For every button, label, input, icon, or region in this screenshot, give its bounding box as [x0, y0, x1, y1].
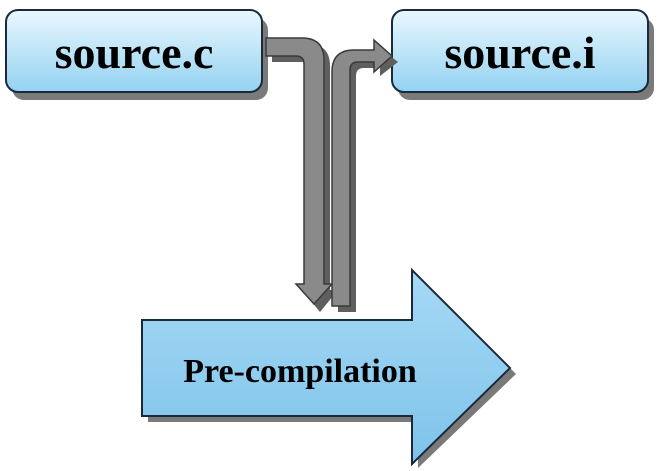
process-arrow: Pre-compilation [141, 267, 516, 468]
input-file-label: source.c [55, 27, 214, 78]
input-file-box: source.c [5, 9, 268, 100]
output-file-box-body [391, 9, 649, 93]
process-label: Pre-compilation [183, 353, 417, 390]
output-file-label: source.i [444, 27, 595, 78]
input-connector-body [265, 37, 334, 306]
output-file-box: source.i [391, 9, 654, 100]
process-arrow-body [141, 267, 512, 467]
output-connector-body [331, 38, 394, 307]
input-connector-arrow [265, 37, 338, 312]
output-connector-shadow [338, 48, 398, 312]
output-connector-arrow [331, 38, 398, 312]
input-file-box-body [5, 9, 263, 93]
